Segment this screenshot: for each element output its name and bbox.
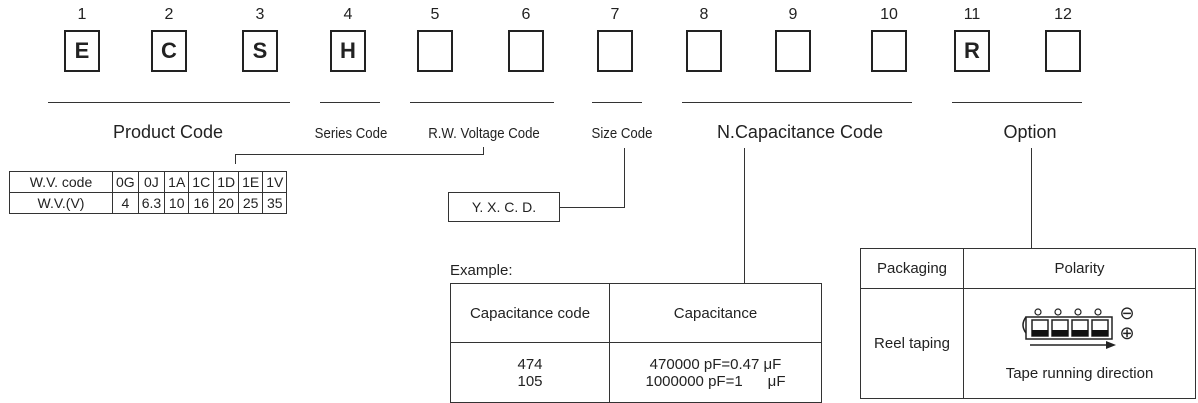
position-number-7: 7 [610,6,620,23]
position-number-10: 10 [880,6,898,23]
position-number-9: 9 [788,6,798,23]
table-row: Capacitance code Capacitance [450,283,822,343]
table-cell: 470000 pF=0.47 μF 1000000 pF=1 μF [609,342,822,403]
table-header-cell: Capacitance [609,283,822,343]
series-code-underline [320,102,380,103]
table-cell: 474 105 [450,342,610,403]
code-box-9 [775,30,811,72]
voltage-connector-horizontal [235,154,483,155]
table-cell: 6.3 [137,192,166,214]
table-row: Reel taping [860,288,1196,399]
tape-direction-label: Tape running direction [1005,365,1154,382]
table-row: W.V.(V) 4 6.3 10 16 20 25 35 [9,192,288,214]
table-cell: 1E [238,171,264,193]
voltage-code-label: R.W. Voltage Code [428,125,540,142]
table-cell: W.V.(V) [9,192,113,214]
code-box-8 [686,30,722,72]
position-number-6: 6 [521,6,531,23]
table-cell: 16 [188,192,215,214]
code-box-2: C [151,30,187,72]
table-cell: W.V. code [9,171,113,193]
option-table: Packaging Polarity Reel taping [860,248,1196,399]
position-number-8: 8 [699,6,709,23]
position-number-5: 5 [430,6,440,23]
table-cell: 4 [112,192,139,214]
code-box-1: E [64,30,100,72]
table-header-cell: Polarity [963,248,1196,289]
position-number-12: 12 [1054,6,1072,23]
size-code-example: Y. X. C. D. [448,192,560,222]
table-cell: 10 [164,192,190,214]
code-box-11: R [954,30,990,72]
capacitance-code-underline [682,102,912,103]
size-connector-vertical [624,148,625,208]
size-code-label: Size Code [591,125,653,142]
table-cell: 20 [213,192,240,214]
position-number-4: 4 [343,6,353,23]
tape-icon [1021,308,1116,349]
capacitance-connector [744,148,745,284]
option-underline [952,102,1082,103]
table-cell: 0G [112,171,139,193]
capacitance-code-value: 105 [517,372,543,390]
option-label: Option [1003,122,1057,142]
voltage-code-table: W.V. code 0G 0J 1A 1C 1D 1E 1V W.V.(V) 4… [9,171,288,214]
table-cell: 1C [188,171,215,193]
position-number-3: 3 [255,6,265,23]
series-code-label: Series Code [314,125,388,142]
code-box-10 [871,30,907,72]
voltage-connector-vertical [235,154,236,164]
capacitance-example-table: Capacitance code Capacitance 474 105 470… [450,283,822,403]
table-cell: 1D [213,171,240,193]
table-header-cell: Capacitance code [450,283,610,343]
code-box-7 [597,30,633,72]
capacitance-code-label: N.Capacitance Code [716,122,884,142]
size-code-underline [592,102,642,103]
example-label: Example: [450,262,513,279]
product-code-underline [48,102,290,103]
size-connector-horizontal [560,207,625,208]
code-box-6 [508,30,544,72]
product-code-label: Product Code [112,122,224,142]
voltage-code-underline [410,102,554,103]
table-cell: ⊖ ⊕ Tape running direction [963,288,1196,399]
table-cell: 0J [137,171,166,193]
table-cell: 1V [262,171,288,193]
voltage-connector-up [483,147,484,155]
code-box-3: S [242,30,278,72]
table-cell: 35 [262,192,288,214]
capacitance-value: 470000 pF=0.47 μF [649,355,782,373]
table-row: Packaging Polarity [860,248,1196,289]
minus-polarity-icon: ⊖ [1119,303,1135,323]
position-number-2: 2 [164,6,174,23]
plus-polarity-icon: ⊕ [1119,323,1135,343]
tape-illustration: ⊖ ⊕ [1020,303,1140,361]
table-row: W.V. code 0G 0J 1A 1C 1D 1E 1V [9,171,288,193]
code-box-12 [1045,30,1081,72]
table-header-cell: Packaging [860,248,964,289]
position-number-11: 11 [963,6,981,23]
table-cell: 1A [164,171,190,193]
code-box-4: H [330,30,366,72]
table-row: 474 105 470000 pF=0.47 μF 1000000 pF=1 μ… [450,342,822,403]
table-cell: Reel taping [860,288,964,399]
table-cell: 25 [238,192,264,214]
position-number-1: 1 [77,6,87,23]
capacitance-value: 1000000 pF=1 μF [645,372,786,390]
code-box-5 [417,30,453,72]
capacitance-code-value: 474 [517,355,543,373]
option-connector [1031,148,1032,248]
